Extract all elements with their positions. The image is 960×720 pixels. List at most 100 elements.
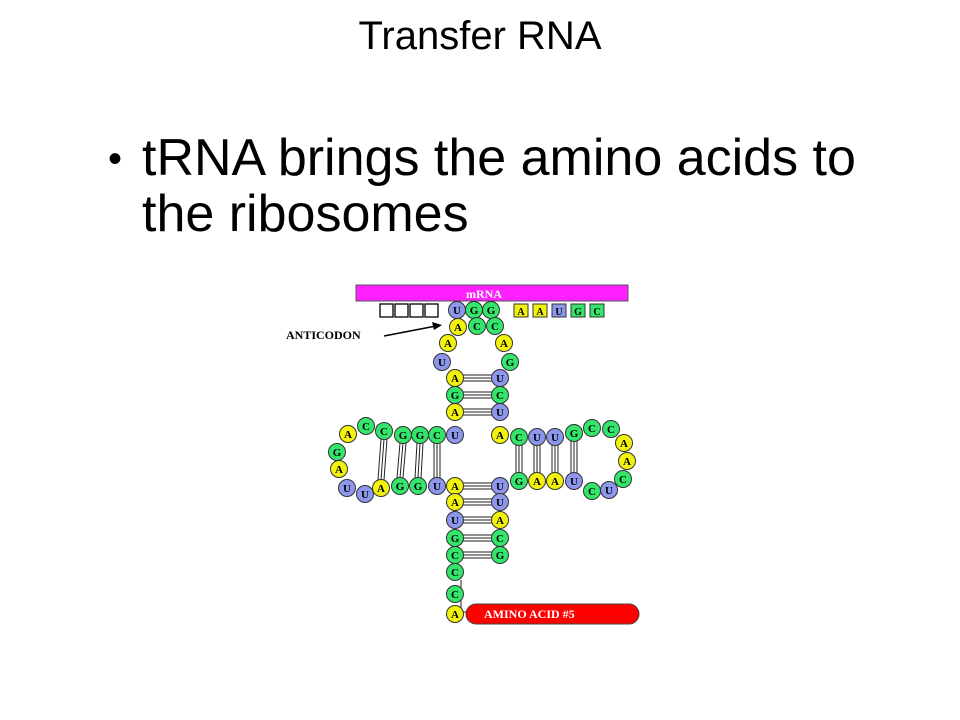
nucleotide: C [583,419,601,437]
amino-acid: AMINO ACID #5 [465,603,640,625]
nucleotide: C [486,317,504,335]
nucleotide-base: A [451,609,459,621]
nucleotide-base: U [438,357,446,369]
nucleotide: A [449,318,467,336]
bond-line [399,442,404,479]
nucleotide-base: U [343,483,351,495]
nucleotide: G [482,301,500,319]
bullet-text: tRNA brings the amino acids to the ribos… [142,129,856,243]
nucleotide: A [446,477,464,495]
nucleotide-base: C [496,533,504,545]
nucleotide: A [446,403,464,421]
nucleotide: G [501,353,519,371]
nucleotide-base: A [551,476,559,488]
nucleotide-base: A [496,430,504,442]
nucleotide-circle [446,493,464,511]
nucleotide: A [446,493,464,511]
mrna-codon-box [532,303,548,318]
nucleotide-circle [468,317,486,335]
nucleotide-circle [583,419,601,437]
anticodon-arrowhead-icon [432,322,442,330]
nucleotide: U [565,472,583,490]
nucleotide-base: U [451,515,459,527]
nucleotide: U [491,493,509,511]
nucleotide: U [446,511,464,529]
nucleotide-base: C [515,432,523,444]
mrna-codon-box [570,303,586,318]
nucleotide-base: C [380,426,388,438]
nucleotide-circle [528,472,546,490]
nucleotide-circle [528,428,546,446]
nucleotide-circle [446,563,464,581]
nucleotide-circle [501,353,519,371]
nucleotide-circle [546,428,564,446]
nucleotide-circle [446,403,464,421]
nucleotide-base: G [515,476,524,488]
mrna-codon: G [570,303,586,318]
mrna-codon-box [551,303,567,318]
nucleotide-base: A [454,322,462,334]
nucleotide-circle [391,477,409,495]
nucleotide-circle [357,417,375,435]
nucleotide-base: G [451,533,460,545]
base-pair-bonds [377,374,578,613]
mrna-codon-box [513,303,529,318]
nucleotide-circle [375,422,393,440]
nucleotide-circle [510,472,528,490]
mrna-codon-base: U [555,307,562,318]
nucleotide: A [439,334,457,352]
nucleotide-circle [338,479,356,497]
nucleotide: C [602,420,620,438]
empty-codon-box [379,303,394,318]
nucleotide: A [339,425,357,443]
nucleotide: G [409,477,427,495]
nucleotide: A [528,472,546,490]
nucleotide: U [446,426,464,444]
nucleotide-base: C [362,421,370,433]
nucleotide-circle [446,585,464,603]
nucleotide-base: G [396,481,405,493]
nucleotide: A [546,472,564,490]
nucleotide-base: U [496,497,504,509]
nucleotide-circle [510,428,528,446]
nucleotide-circle [449,318,467,336]
nucleotide: C [614,470,632,488]
mrna-codon: U [551,303,567,318]
nucleotide-circle [428,477,446,495]
mrna-codon: A [513,303,529,318]
nucleotide: C [583,482,601,500]
nucleotide-base: A [500,338,508,350]
nucleotide-base: A [377,483,385,495]
empty-codon-boxes [379,303,439,318]
nucleotide: G [391,477,409,495]
nucleotide: U [448,301,466,319]
nucleotide-base: C [451,550,459,562]
nucleotide-circle [446,511,464,529]
nucleotide-base: U [551,432,559,444]
bond-line [380,438,385,481]
nucleotide-circle [491,511,509,529]
anticodon-arrow [383,325,437,337]
nucleotide: U [600,481,618,499]
nucleotide: U [356,485,374,503]
nucleotide: A [330,460,348,478]
bullet-dot-icon: • [108,137,123,181]
nucleotide-base: U [453,305,461,317]
bond-line [396,442,401,479]
nucleotide: U [433,353,451,371]
bond-line [420,442,424,479]
nucleotide-base: C [473,321,481,333]
nucleotide: A [615,434,633,452]
nucleotide-base: C [451,567,459,579]
anticodon-label: ANTICODON [286,328,361,342]
nucleotide: A [372,479,390,497]
mrna-label: mRNA [466,287,502,301]
nucleotide-base: U [496,481,504,493]
nucleotide-base: A [496,515,504,527]
nucleotide: U [338,479,356,497]
nucleotide-base: A [620,438,628,450]
nucleotide-circle [433,353,451,371]
